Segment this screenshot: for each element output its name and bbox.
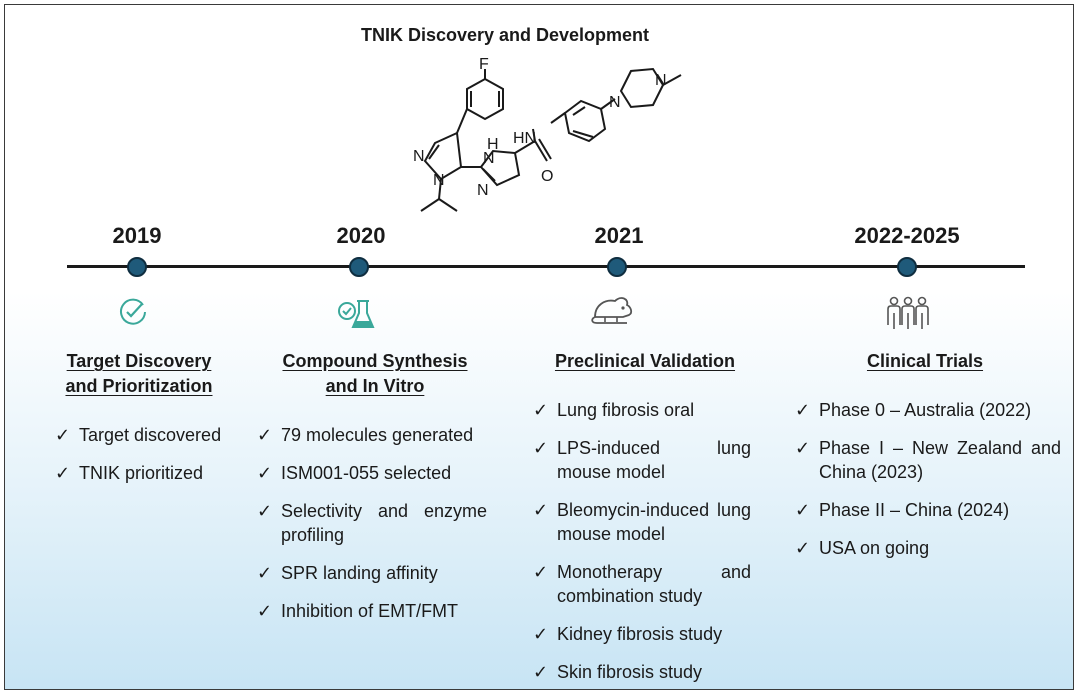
year-label: 2022-2025 [854, 223, 960, 248]
atom-o: O [541, 168, 553, 185]
list-item: ✓USA on going [795, 538, 930, 558]
atom-n: N [655, 72, 667, 89]
phase-items-list: ✓79 molecules generated ✓ISM001-055 sele… [257, 423, 487, 637]
atom-n: N [609, 94, 621, 111]
list-item: ✓Skin fibrosis study [533, 662, 703, 682]
list-item: ✓Phase 0 – Australia (2022) [795, 400, 1032, 420]
phase-items-list: ✓Lung fibrosis oral ✓LPS-induced lung mo… [533, 398, 751, 698]
check-icon: ✓ [795, 400, 811, 420]
phase-heading: Clinical Trials [866, 351, 984, 371]
target-check-icon [120, 298, 146, 325]
mouse-icon [591, 297, 633, 324]
timeline-axis [67, 265, 1025, 268]
timeline-marker [127, 257, 147, 277]
timeline-marker [897, 257, 917, 277]
list-item: ✓Bleomycin-induced lung mouse model [533, 500, 751, 544]
check-icon: ✓ [795, 500, 811, 520]
year-label: 2021 [594, 223, 644, 248]
people-icon [887, 296, 929, 329]
diagram-frame: TNIK Discovery and Development [4, 4, 1074, 690]
list-item: ✓Inhibition of EMT/FMT [257, 601, 459, 621]
atom-h: H [487, 136, 499, 153]
list-item: ✓Selectivity and enzyme profiling [257, 501, 487, 545]
check-icon: ✓ [257, 425, 273, 445]
list-item: ✓79 molecules generated [257, 425, 474, 445]
year-label: 2020 [336, 223, 386, 248]
atom-n: N [477, 182, 489, 199]
molecule-structure: F N N H N N HN O N N [413, 57, 682, 212]
check-icon: ✓ [257, 601, 273, 621]
timeline-marker [349, 257, 369, 277]
check-icon: ✓ [533, 500, 549, 520]
list-item: ✓Target discovered [55, 425, 222, 445]
phase-items-list: ✓Target discovered ✓TNIK prioritized [55, 423, 229, 499]
check-icon: ✓ [257, 563, 273, 583]
check-icon: ✓ [795, 438, 811, 458]
phase-heading: Preclinical Validation [554, 351, 736, 371]
atom-n: N [433, 172, 445, 189]
check-icon: ✓ [795, 538, 811, 558]
list-item: ✓ISM001-055 selected [257, 463, 452, 483]
check-icon: ✓ [533, 562, 549, 582]
check-icon: ✓ [55, 425, 71, 445]
phase-items-list: ✓Phase 0 – Australia (2022) ✓Phase I – N… [795, 398, 1061, 574]
diagram-title: TNIK Discovery and Development [360, 25, 650, 45]
list-item: ✓TNIK prioritized [55, 463, 204, 483]
list-item: ✓Kidney fibrosis study [533, 624, 723, 644]
timeline-marker [607, 257, 627, 277]
list-item: ✓Phase II – China (2024) [795, 500, 1010, 520]
check-icon: ✓ [533, 400, 549, 420]
check-icon: ✓ [257, 463, 273, 483]
list-item: ✓Monotherapy and combination study [533, 562, 751, 606]
list-item: ✓SPR landing affinity [257, 563, 438, 583]
list-item: ✓Lung fibrosis oral [533, 400, 695, 420]
flask-check-icon [338, 300, 375, 328]
check-icon: ✓ [533, 662, 549, 682]
atom-f: F [479, 57, 489, 73]
list-item: ✓Phase I – New Zealand and China (2023) [795, 438, 1061, 482]
check-icon: ✓ [55, 463, 71, 483]
year-label: 2019 [112, 223, 162, 248]
list-item: ✓LPS-induced lung mouse model [533, 438, 751, 482]
check-icon: ✓ [533, 624, 549, 644]
atom-hn: HN [513, 130, 536, 147]
check-icon: ✓ [533, 438, 549, 458]
atom-n: N [413, 148, 425, 165]
check-icon: ✓ [257, 501, 273, 521]
atom-n: N [483, 150, 495, 167]
